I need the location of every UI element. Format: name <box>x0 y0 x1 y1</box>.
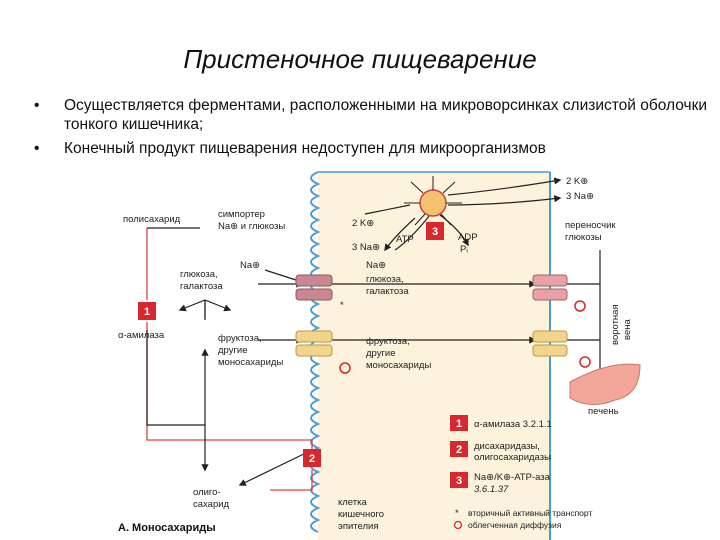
cell-label-2: кишечного <box>338 509 384 520</box>
sodium-lumen-label: Na⊕ <box>240 260 260 271</box>
sodium3-in-label: 3 Na⊕ <box>352 242 380 253</box>
potassium-in-label: 2 K⊕ <box>352 218 374 229</box>
legend-text-3a: Na⊕/K⊕-АТР-аза <box>474 472 551 483</box>
cell-label-1: клетка <box>338 497 367 508</box>
legend-star-symbol: * <box>455 508 459 519</box>
legend-badge-2: 2 <box>456 444 462 456</box>
secondary-active-star: * <box>340 300 344 311</box>
na-k-atpase-pump <box>404 176 462 226</box>
other-label: другие <box>218 345 248 356</box>
cell-label-3: эпителия <box>338 521 379 532</box>
glucose-in-label: глюкоза, <box>366 274 404 285</box>
bullet-text: Конечный продукт пищеварения недоступен … <box>64 140 546 157</box>
diffusion-marker <box>339 362 351 374</box>
figure-caption: А. Моносахариды <box>118 522 216 534</box>
symporter-label-2: Na⊕ и глюкозы <box>218 221 285 232</box>
legend-badge-1: 1 <box>456 418 462 430</box>
legend-circle-text: облегченная диффузия <box>468 520 562 530</box>
flow-arrows <box>146 177 604 486</box>
bullet-item: • Конечный продукт пищеварения недоступе… <box>28 139 708 158</box>
basolateral-fructose-carrier <box>532 330 568 357</box>
galactose-label: галактоза <box>180 281 223 292</box>
fructose-label: фруктоза, <box>218 333 262 344</box>
enzyme-badge-2: 2 <box>303 449 321 467</box>
liver-icon <box>569 363 641 405</box>
amylase-label: α-амилаза <box>118 330 165 341</box>
bullet-list: • Осуществляется ферментами, расположенн… <box>28 96 708 163</box>
carrier-label-1: переносчик <box>565 220 616 231</box>
bullet-marker: • <box>34 97 40 114</box>
monosaccharides-label: моносахариды <box>218 357 283 368</box>
glucose-label: глюкоза, <box>180 269 218 280</box>
legend-text-3b: 3.6.1.37 <box>474 484 509 495</box>
carrier-label-2: глюкозы <box>565 232 602 243</box>
portal-vein-label-2: вена <box>622 319 633 340</box>
adp-label: ADP <box>458 232 478 243</box>
legend-badge-3: 3 <box>456 475 462 487</box>
legend-circle-icon <box>453 520 463 530</box>
legend: 1 α-амилаза 3.2.1.1 2 дисахаридазы, олиг… <box>450 415 592 530</box>
legend-text-2a: дисахаридазы, <box>474 441 540 452</box>
basolateral-glucose-carrier <box>532 274 568 301</box>
polysaccharide-label: полисахарид <box>123 214 181 225</box>
badge-number: 1 <box>144 306 150 318</box>
diffusion-marker <box>579 356 591 368</box>
potassium-out-label: 2 K⊕ <box>566 176 588 187</box>
atp-label: ATP <box>396 234 414 245</box>
oligosaccharide-label-2: сахарид <box>193 499 230 510</box>
portal-vein-label-1: воротная <box>610 304 621 345</box>
bullet-text: Осуществляется ферментами, расположенным… <box>64 97 708 133</box>
slide-title: Пристеночное пищеварение <box>183 44 537 74</box>
monosaccharides-in-label: моносахариды <box>366 360 431 371</box>
legend-star-text: вторичный активный транспорт <box>468 508 592 518</box>
sodium-in-label: Na⊕ <box>366 260 386 271</box>
sodium-out-label: 3 Na⊕ <box>566 191 594 202</box>
galactose-in-label: галактоза <box>366 286 409 297</box>
bullet-item: • Осуществляется ферментами, расположенн… <box>28 96 708 134</box>
badge-number: 3 <box>432 226 438 238</box>
legend-text-2b: олигосахаридазы <box>474 452 551 463</box>
symporter-label-1: симпортер <box>218 209 265 220</box>
fructose-in-label: фруктоза, <box>366 336 410 347</box>
enzyme-badge-1: 1 <box>138 302 156 320</box>
sglt-symporter <box>295 274 333 301</box>
liver-label: печень <box>588 406 619 417</box>
oligosaccharide-label-1: олиго- <box>193 487 221 498</box>
phosphate-label: Pᵢ <box>460 244 468 255</box>
other-in-label: другие <box>366 348 396 359</box>
enzyme-badge-3: 3 <box>426 222 444 240</box>
legend-text-1: α-амилаза 3.2.1.1 <box>474 419 552 430</box>
apical-fructose-transporter <box>295 330 333 357</box>
badge-number: 2 <box>309 453 315 465</box>
diffusion-marker <box>574 300 586 312</box>
bullet-marker: • <box>34 140 40 157</box>
